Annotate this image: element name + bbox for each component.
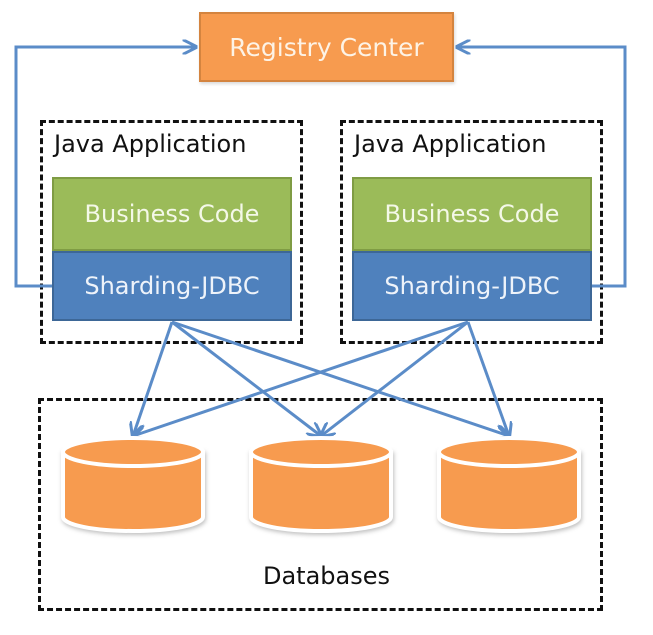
registry-center-box: Registry Center	[199, 12, 454, 82]
business-code-label-1: Business Code	[84, 200, 260, 228]
sharding-jdbc-label-1: Sharding-JDBC	[84, 272, 260, 300]
business-code-label-2: Business Code	[384, 200, 560, 228]
database-cylinder-2	[249, 436, 393, 533]
arrow-app1-to-db3	[171, 320, 509, 436]
java-application-container-2	[340, 120, 603, 344]
arrow-app2-to-db3	[466, 321, 509, 436]
sharding-jdbc-box-1: Sharding-JDBC	[52, 251, 292, 321]
registry-center-label: Registry Center	[229, 32, 424, 62]
java-application-container-1	[40, 120, 303, 344]
business-code-box-2: Business Code	[352, 177, 592, 251]
java-application-title-2: Java Application	[354, 130, 547, 158]
database-cylinder-3	[437, 436, 581, 533]
databases-container	[38, 398, 603, 611]
arrow-app1-to-db2	[171, 320, 321, 436]
java-application-title-1: Java Application	[54, 130, 247, 158]
sharding-jdbc-label-2: Sharding-JDBC	[384, 272, 560, 300]
arrow-app1-to-db1	[133, 321, 174, 436]
arrow-app2-to-db2	[321, 320, 469, 436]
database-cylinder-1	[61, 436, 205, 533]
databases-label: Databases	[262, 562, 391, 590]
business-code-box-1: Business Code	[52, 177, 292, 251]
arrow-app2-to-registry	[457, 47, 627, 288]
arrow-app1-to-registry	[14, 47, 196, 288]
arrow-app2-to-db1	[133, 320, 469, 436]
sharding-jdbc-box-2: Sharding-JDBC	[352, 251, 592, 321]
